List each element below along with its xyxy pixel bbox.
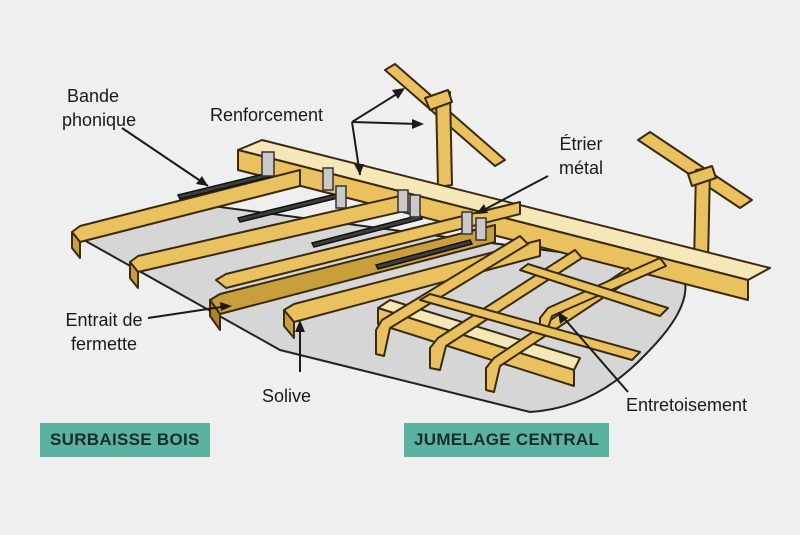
badge-surbaisse-bois: SURBAISSE BOIS	[40, 423, 210, 457]
roof-truss-right	[637, 131, 753, 265]
label-entrait-de-fermette: Entrait de fermette	[65, 310, 143, 354]
label-etrier-metal: Étrier métal	[558, 134, 603, 178]
label-renforcement: Renforcement	[210, 105, 324, 125]
label-entretoisement: Entretoisement	[626, 395, 748, 415]
label-bande-phonique: Bande phonique	[62, 86, 137, 130]
roof-truss-left	[384, 63, 506, 188]
acoustic-strips	[176, 171, 474, 270]
arrow-heads	[196, 88, 568, 332]
badge-jumelage-central: JUMELAGE CENTRAL	[404, 423, 610, 457]
joists-left	[71, 169, 541, 339]
label-solive: Solive	[262, 386, 312, 406]
leader-lines	[121, 91, 629, 393]
metal-hangers	[261, 151, 487, 241]
